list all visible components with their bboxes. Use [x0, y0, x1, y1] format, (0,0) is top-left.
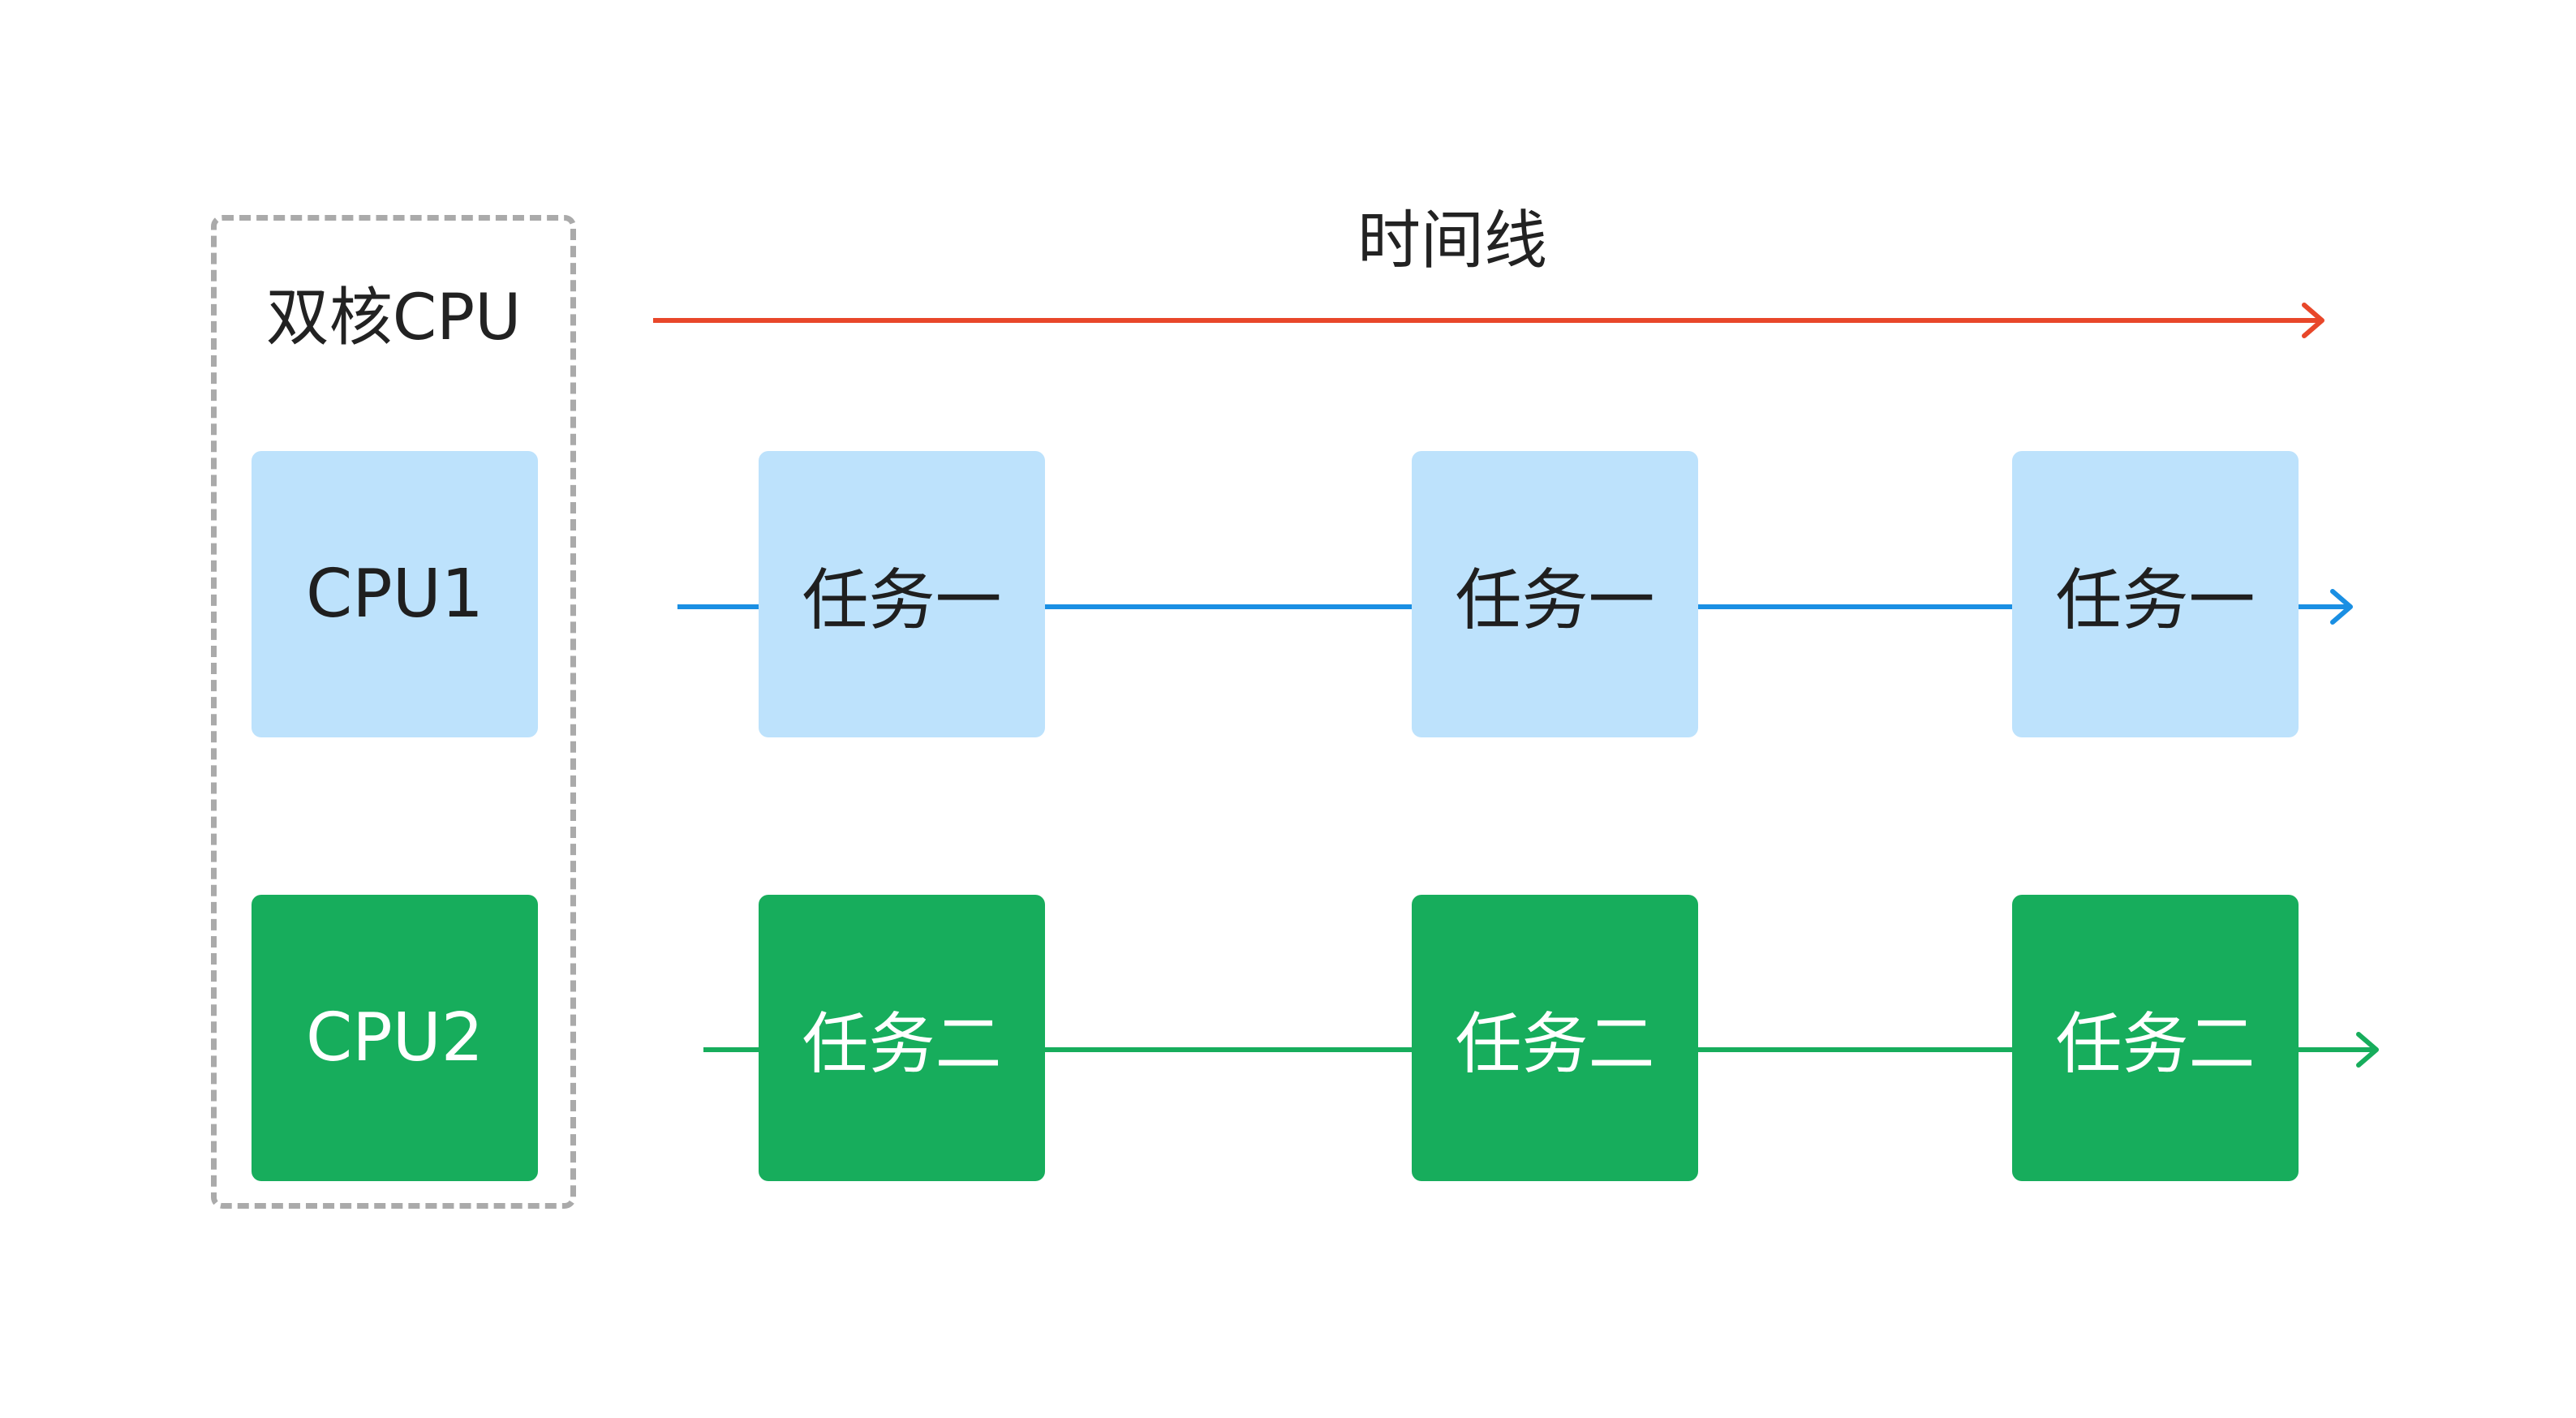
- cpu2-task-box: 任务二: [2012, 895, 2299, 1181]
- timeline-title: 时间线: [1357, 204, 1547, 277]
- dual-core-cpu-title: 双核CPU: [265, 281, 522, 354]
- cpu1-task-arrow-head: [2330, 589, 2353, 625]
- cpu2-task-box: 任务二: [759, 895, 1045, 1181]
- cpu2-box: CPU2: [252, 895, 538, 1181]
- dual-core-cpu-group: [211, 215, 576, 1209]
- cpu1-task-box: 任务一: [2012, 451, 2299, 737]
- cpu2-task-box: 任务二: [1412, 895, 1698, 1181]
- cpu1-box: CPU1: [252, 451, 538, 737]
- timeline-arrow-head: [2302, 303, 2324, 338]
- cpu1-task-box: 任务一: [1412, 451, 1698, 737]
- cpu1-task-box: 任务一: [759, 451, 1045, 737]
- cpu2-task-arrow-head: [2356, 1032, 2379, 1068]
